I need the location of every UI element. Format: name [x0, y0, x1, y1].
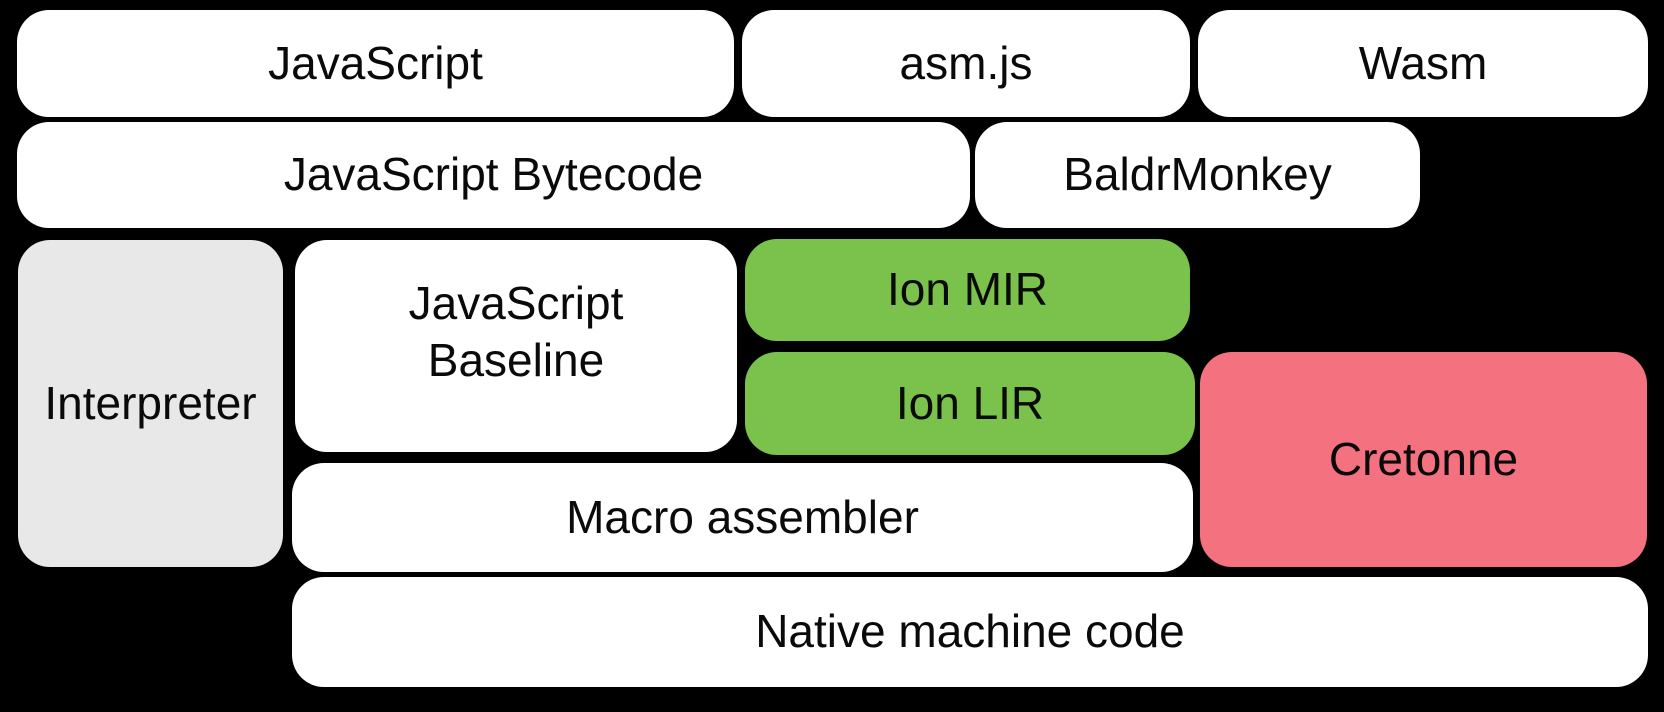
baseline-label-line2: Baseline [427, 334, 605, 386]
javascript-baseline-label: JavaScript Baseline [409, 275, 624, 390]
javascript-bytecode-box: JavaScript Bytecode [17, 122, 970, 228]
baldrmonkey-box: BaldrMonkey [975, 122, 1420, 228]
interpreter-box: Interpreter [18, 240, 283, 567]
javascript-box: JavaScript [17, 10, 734, 117]
wasm-box: Wasm [1198, 10, 1648, 117]
ion-lir-box: Ion LIR [745, 352, 1195, 455]
cretonne-box: Cretonne [1200, 352, 1647, 567]
javascript-baseline-box: JavaScript Baseline [295, 240, 737, 452]
ion-mir-box: Ion MIR [745, 239, 1190, 341]
native-machine-code-box: Native machine code [292, 577, 1648, 687]
asmjs-box: asm.js [742, 10, 1190, 117]
baseline-label-line1: JavaScript [408, 276, 624, 329]
macro-assembler-box: Macro assembler [292, 463, 1193, 572]
